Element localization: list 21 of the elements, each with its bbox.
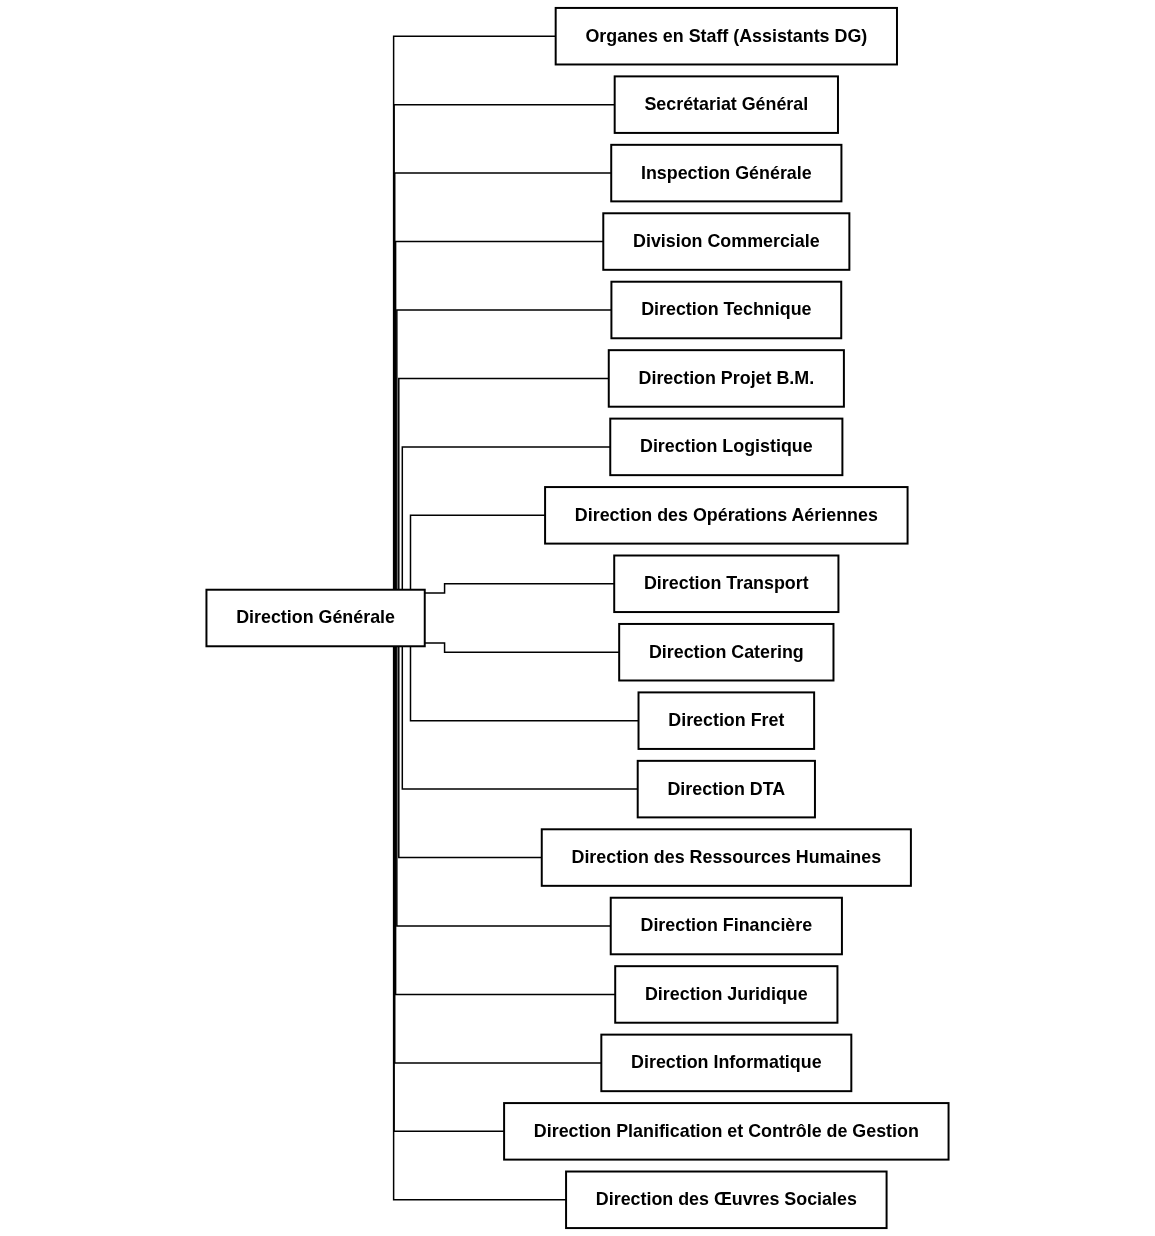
node-box: Direction DTA xyxy=(636,759,816,819)
node-box: Division Commerciale xyxy=(602,212,851,271)
node-box: Direction des Œuvres Sociales xyxy=(565,1170,888,1230)
node-box: Direction Générale xyxy=(205,588,426,648)
node-box: Direction Logistique xyxy=(609,417,844,477)
node-box: Direction Transport xyxy=(613,554,840,614)
node-box: Direction Catering xyxy=(618,622,835,682)
node-box: Direction Financière xyxy=(609,896,843,956)
node-box: Direction Informatique xyxy=(600,1033,853,1093)
node-box: Direction Fret xyxy=(637,691,816,750)
connector xyxy=(424,583,615,594)
node-box: Direction Juridique xyxy=(614,965,839,1024)
node-box: Direction Planification et Contrôle de Gestion xyxy=(503,1102,950,1161)
node-box: Organes en Staff (Assistants DG) xyxy=(554,6,898,66)
node-box: Direction des Opérations Aériennes xyxy=(544,486,909,545)
node-box: Direction Projet B.M. xyxy=(607,349,845,408)
node-box: Secrétariat Général xyxy=(613,75,839,134)
node-box: Direction Technique xyxy=(610,280,843,340)
connector xyxy=(424,642,620,653)
node-box: Direction des Ressources Humaines xyxy=(540,828,912,887)
node-box: Inspection Générale xyxy=(610,143,843,203)
